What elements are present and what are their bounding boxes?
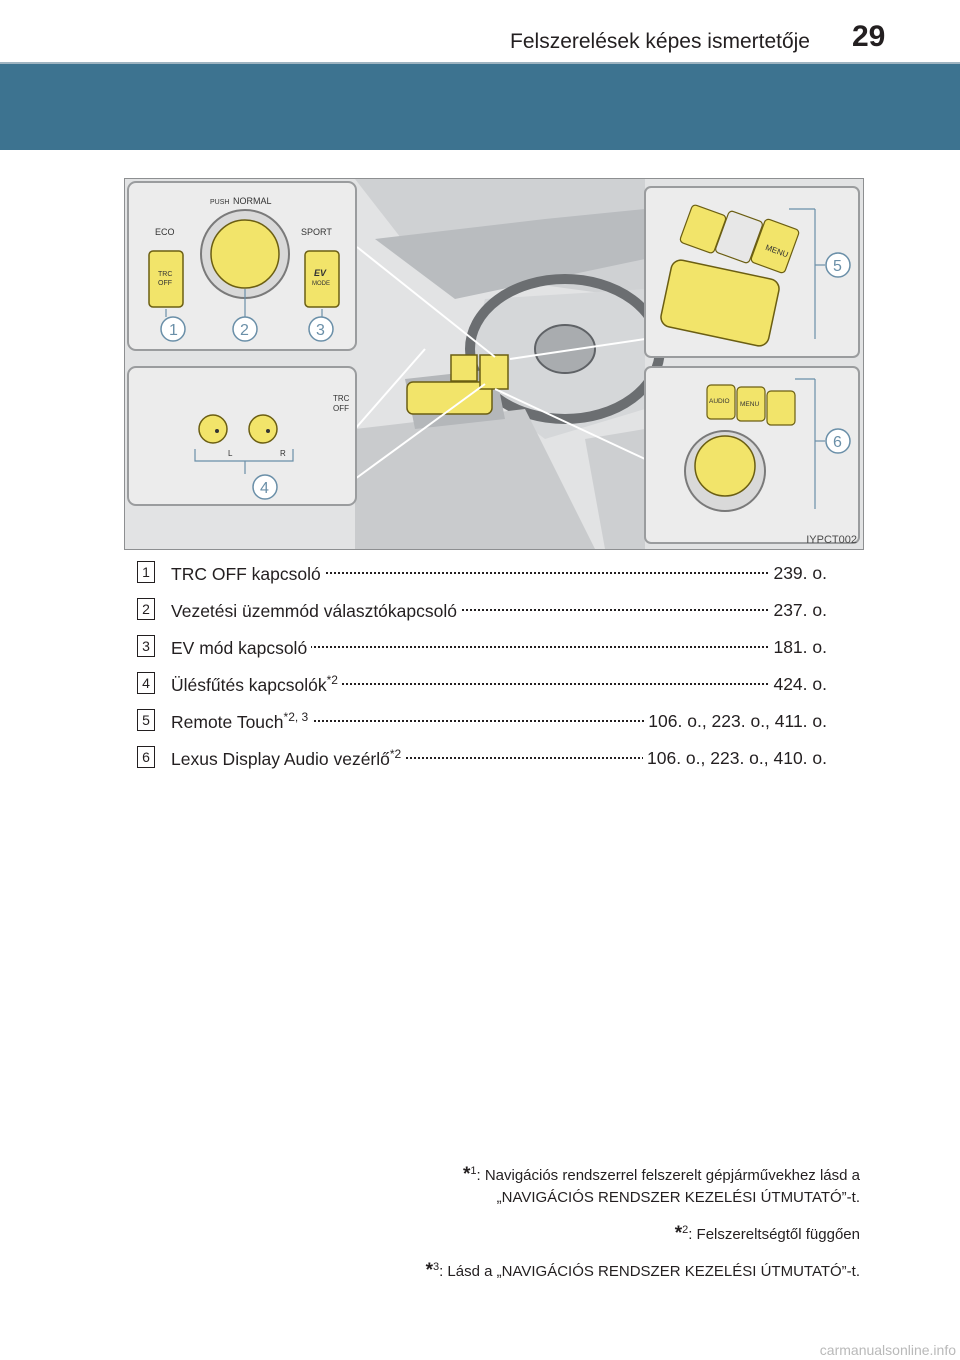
callout-1-circle — [160, 316, 186, 342]
page-reference: 106. o., 223. o., 411. o. — [644, 711, 827, 732]
callout-3: 3 — [316, 322, 325, 339]
callout-5-circle — [825, 252, 851, 278]
callout-2-circle — [232, 316, 258, 342]
page-reference: 239. o. — [769, 563, 827, 584]
leader-dots — [171, 757, 827, 759]
callout-1: 1 — [169, 322, 178, 339]
list-item: 1 TRC OFF kapcsoló 239. o. — [137, 555, 827, 592]
leader-dots — [171, 646, 827, 648]
callout-2: 2 — [240, 322, 249, 339]
item-number-badge: 4 — [137, 672, 155, 694]
item-name: Vezetési üzemmód választókapcsoló — [171, 599, 461, 622]
leader-dots — [171, 683, 827, 685]
watermark: carmanualsonline.info — [819, 1342, 956, 1358]
illustration-svg: PUSH NORMAL ECO SPORT TRC OFF EV MODE 1 … — [125, 179, 863, 549]
header-band — [0, 64, 960, 150]
item-name: Lexus Display Audio vezérlő*2 — [171, 747, 406, 770]
list-item: 4 Ülésfűtés kapcsolók*2 424. o. — [137, 666, 827, 703]
header-rule — [0, 62, 960, 64]
item-name: Remote Touch*2, 3 — [171, 710, 313, 733]
callout-3-circle — [308, 316, 334, 342]
item-name: EV mód kapcsoló — [171, 636, 312, 659]
push-label: PUSH — [210, 199, 229, 206]
item-number-badge: 3 — [137, 635, 155, 657]
callout-6-circle — [825, 428, 851, 454]
page-number: 29 — [852, 20, 886, 53]
dashboard-illustration: PUSH NORMAL ECO SPORT TRC OFF EV MODE 1 … — [124, 178, 864, 550]
callout-6: 6 — [833, 434, 842, 451]
sport-label: SPORT — [301, 227, 332, 237]
normal-label: NORMAL — [233, 196, 272, 206]
page-reference: 106. o., 223. o., 410. o. — [643, 748, 827, 769]
callout-5: 5 — [833, 258, 842, 275]
footnotes: *1: Navigációs rendszerrel felszerelt gé… — [426, 1160, 860, 1283]
off-label: OFF — [158, 280, 172, 287]
left-seat-label: L — [228, 449, 233, 458]
item-number-badge: 6 — [137, 746, 155, 768]
page-reference: 181. o. — [769, 637, 827, 658]
footnote-3: *3: Lásd a „NAVIGÁCIÓS RENDSZER KEZELÉSI… — [425, 1260, 860, 1281]
item-number-badge: 2 — [137, 598, 155, 620]
callout-4-circle — [252, 474, 278, 500]
item-number-badge: 1 — [137, 561, 155, 583]
running-header-title: Felszerelések képes ismertetője — [510, 30, 810, 53]
page-reference: 237. o. — [769, 600, 827, 621]
list-item: 2 Vezetési üzemmód választókapcsoló 237.… — [137, 592, 827, 629]
trc-side-label: TRC — [333, 394, 350, 403]
item-name: TRC OFF kapcsoló — [171, 562, 325, 585]
item-number-badge: 5 — [137, 709, 155, 731]
right-seat-label: R — [280, 449, 286, 458]
list-item: 6 Lexus Display Audio vezérlő*2 106. o.,… — [137, 740, 827, 777]
figure-code: IYPCT002 — [806, 534, 857, 546]
page-reference: 424. o. — [769, 674, 827, 695]
eco-label: ECO — [155, 227, 175, 237]
trc-label: TRC — [158, 271, 172, 278]
item-name: Ülésfűtés kapcsolók*2 — [171, 673, 342, 696]
list-item: 3 EV mód kapcsoló 181. o. — [137, 629, 827, 666]
mode-label: MODE — [312, 281, 330, 287]
footnote-2: *2: Felszereltségtől függően — [674, 1223, 860, 1244]
leader-dots — [171, 720, 827, 722]
off-side-label: OFF — [333, 404, 349, 413]
leader-dots — [171, 572, 827, 574]
menu-label-lda: MENU — [740, 401, 759, 408]
list-item: 5 Remote Touch*2, 3 106. o., 223. o., 41… — [137, 703, 827, 740]
footnote-1: *1: Navigációs rendszerrel felszerelt gé… — [462, 1164, 860, 1206]
callout-4: 4 — [260, 480, 269, 497]
ev-label: EV — [314, 268, 327, 278]
leader-dots — [171, 609, 827, 611]
item-list: 1 TRC OFF kapcsoló 239. o. 2 Vezetési üz… — [137, 555, 827, 777]
audio-label: AUDIO — [709, 398, 730, 405]
